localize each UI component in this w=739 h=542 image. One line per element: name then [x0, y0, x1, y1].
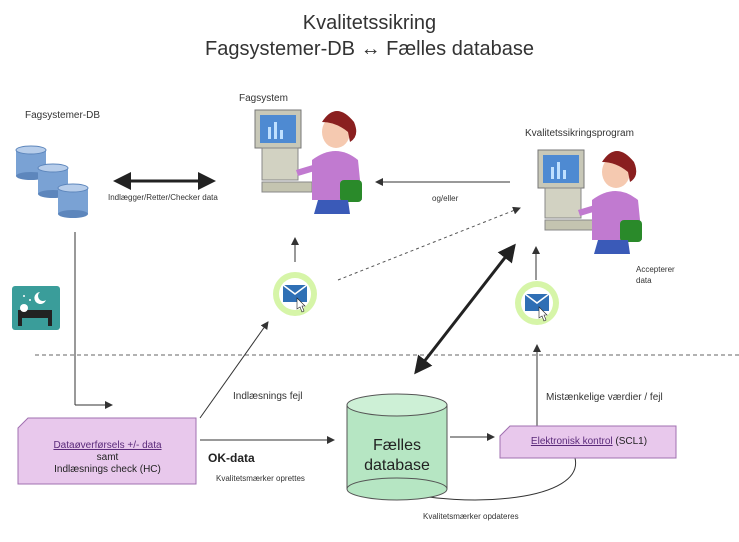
label-accepterer: Accepterer data	[636, 264, 675, 286]
email-envelope-icon	[273, 272, 317, 316]
database-stack-icon	[15, 145, 89, 218]
label-ok-data: OK-data	[208, 451, 255, 465]
elektronisk-box-shape	[499, 425, 677, 459]
label-kvalitetssikringsprogram: Kvalitetssikringsprogram	[525, 128, 634, 139]
label-fagsystemer-db: Fagsystemer-DB	[25, 110, 101, 121]
label-kvalitetsmaerker-oprettes: Kvalitetsmærker oprettes	[216, 474, 305, 483]
dataoverforsel-line1: Dataøverførsels +/- data	[53, 440, 162, 451]
dataoverforsel-box-shape	[17, 417, 197, 485]
elektronisk-kontrol-text: Elektronisk kontrol	[530, 436, 613, 447]
diagram-title-line2: Fagsystemer-DB ↔ Fælles database	[204, 38, 534, 60]
email-envelope-icon	[515, 281, 559, 325]
arrow-kvalitet-faelles	[414, 243, 516, 375]
elektronisk-kontrol-suffix: (SCL1)	[612, 436, 648, 447]
label-kvalitetsmaerker-opdateres: Kvalitetsmærker opdateres	[423, 512, 519, 521]
computer-user-icon	[537, 149, 642, 254]
dataoverforsel-line3: Indlæsnings check (HC)	[54, 464, 161, 475]
diagram-title-line1: Kvalitetssikring	[302, 12, 437, 34]
night-batch-icon	[12, 286, 60, 330]
dataoverforsel-box: Dataøverførsels +/- data samt Indlæsning…	[20, 440, 195, 476]
faelles-database-line2: database	[364, 457, 430, 474]
label-fagsystem: Fagsystem	[239, 93, 288, 104]
computer-user-icon	[254, 109, 362, 214]
faelles-database-cylinder	[346, 393, 448, 501]
label-accepterer-line2: data	[636, 276, 652, 285]
elektronisk-kontrol-box: Elektronisk kontrol (SCL1)	[503, 436, 675, 447]
label-indlaesnings-fejl: Indlæsnings fejl	[233, 391, 303, 402]
label-mistaenkelige: Mistænkelige værdier / fejl	[546, 392, 663, 403]
dataoverforsel-line2: samt	[96, 452, 119, 463]
arrow-dashed-envelope	[337, 206, 521, 281]
faelles-database-label: Fælles database	[347, 436, 447, 476]
arrow-indlaesnings-fejl	[199, 321, 269, 419]
label-indlaegger: Indlægger/Retter/Checker data	[108, 193, 218, 202]
faelles-database-line1: Fælles	[372, 437, 421, 454]
label-og-eller: og/eller	[432, 194, 459, 203]
label-accepterer-line1: Accepterer	[636, 265, 675, 274]
